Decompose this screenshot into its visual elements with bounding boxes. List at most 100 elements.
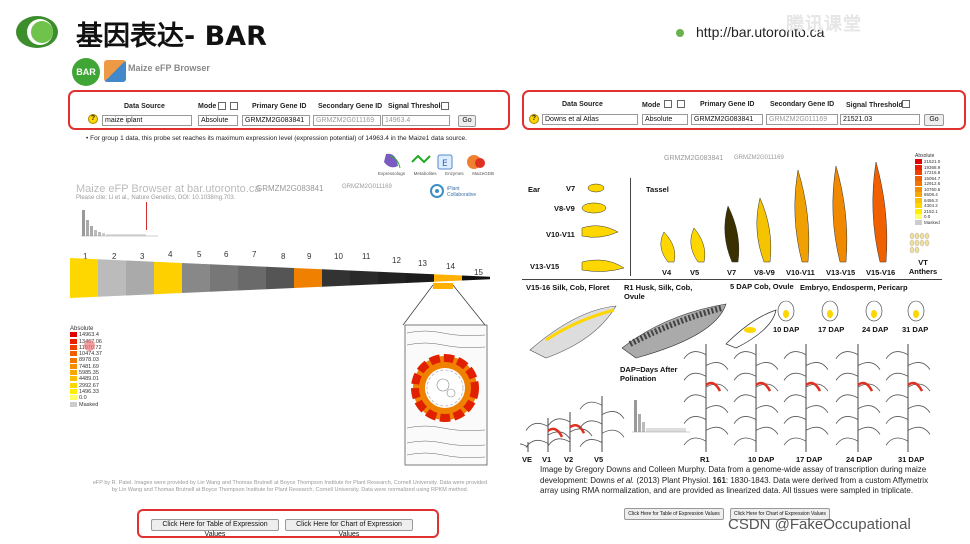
leaf-expression-map — [70, 258, 490, 298]
secondary-gene-input[interactable]: GRMZM2G011169 — [766, 114, 838, 125]
legend-swatch — [70, 344, 77, 350]
mode-checkbox-1[interactable] — [664, 100, 672, 108]
husk-label: R1 Husk, Silk, Cob, Ovule — [624, 283, 693, 301]
leaf-segment[interactable] — [294, 268, 322, 288]
legend-row: Masked — [70, 402, 106, 408]
threshold-input[interactable]: 21521.03 — [840, 114, 920, 125]
chart-values-button[interactable]: Click Here for Chart of Expression Value… — [285, 519, 413, 538]
mode-select[interactable]: Absolute — [198, 115, 238, 126]
leaf-segment[interactable] — [378, 271, 406, 285]
plant-shape[interactable] — [520, 442, 529, 452]
tassel-shape[interactable] — [724, 205, 740, 263]
secondary-gene-label: Secondary Gene ID — [770, 101, 835, 108]
legend-value: Masked — [924, 219, 940, 225]
plant-shape[interactable] — [885, 344, 931, 452]
maizegdb-icon[interactable] — [467, 155, 485, 169]
plant-stage-label: 17 DAP — [796, 455, 823, 464]
mode-checkbox-1[interactable] — [218, 102, 226, 110]
note-text: For group 1 data, this probe set reaches… — [90, 135, 467, 142]
plant-shape[interactable] — [579, 396, 625, 452]
help-icon[interactable]: ? — [529, 114, 539, 124]
legend-swatch — [70, 389, 77, 395]
tassel-stage-label: V5 — [690, 268, 700, 277]
mode-checkbox-2[interactable] — [230, 102, 238, 110]
stage-number: 15 — [474, 268, 483, 277]
leaf-segment[interactable] — [350, 270, 378, 286]
plant-shape[interactable] — [547, 412, 593, 452]
mode-select[interactable]: Absolute — [642, 114, 688, 125]
anther-shape[interactable] — [909, 232, 915, 240]
legend-swatch — [915, 192, 922, 198]
iplant-text: iPlant Collaborative — [447, 186, 477, 198]
tassel-shape[interactable] — [756, 197, 772, 263]
anther-shape[interactable] — [909, 239, 915, 247]
go-button[interactable]: Go — [458, 115, 476, 127]
enzymes-icon[interactable]: E — [437, 154, 453, 170]
leaf-segment[interactable] — [462, 275, 490, 281]
legend-swatch — [915, 186, 922, 192]
leaf-segment[interactable] — [70, 258, 98, 298]
threshold-input[interactable]: 14963.4 — [382, 115, 450, 126]
primary-gene-input[interactable]: GRMZM2G083841 — [242, 115, 310, 126]
help-icon[interactable]: ? — [88, 114, 98, 124]
primary-gene-input[interactable]: GRMZM2G083841 — [691, 114, 763, 125]
section-divider — [522, 279, 942, 280]
metabolites-icon[interactable] — [411, 154, 431, 164]
anther-shape[interactable] — [924, 239, 930, 247]
stage-number: 13 — [418, 259, 427, 268]
plant-shape[interactable] — [835, 344, 881, 452]
leaf-segment[interactable] — [154, 261, 182, 295]
leaf-segment[interactable] — [126, 260, 154, 296]
legend-swatch — [70, 382, 77, 388]
plant-shape[interactable] — [783, 344, 829, 452]
tassel-stage-label: V4 — [662, 268, 672, 277]
secondary-gene-input[interactable]: GRMZM2G011169 — [313, 115, 381, 126]
url-text[interactable]: http://bar.utoronto.ca — [696, 24, 825, 40]
legend-value: 12912.6 — [924, 181, 941, 186]
leaf-segment[interactable] — [406, 273, 434, 283]
mode-checkbox-2[interactable] — [677, 100, 685, 108]
plant-shape[interactable] — [733, 344, 779, 452]
leaf-segment[interactable] — [434, 274, 462, 282]
expressologs-icon[interactable] — [384, 153, 401, 169]
legend-swatch — [70, 351, 77, 357]
anther-shape[interactable] — [919, 239, 925, 247]
table-values-button-right[interactable]: Click Here for Table of Expression Value… — [624, 508, 724, 520]
tassel-shape[interactable] — [660, 231, 676, 263]
chart-values-button-right[interactable]: Click Here for Chart of Expression Value… — [730, 508, 830, 520]
anther-shape[interactable] — [914, 246, 920, 254]
ear-tassel-divider — [630, 178, 631, 276]
table-values-button[interactable]: Click Here for Table of Expression Value… — [151, 519, 279, 538]
tassel-shape[interactable] — [794, 169, 810, 263]
tassel-shape[interactable] — [832, 165, 848, 263]
leaf-segment[interactable] — [322, 269, 350, 287]
data-source-select[interactable]: maize iplant — [102, 115, 192, 126]
legend-row: 12912.6 — [915, 181, 955, 187]
anther-shape[interactable] — [919, 232, 925, 240]
leaf-segment[interactable] — [238, 265, 266, 291]
plant-shape[interactable] — [525, 418, 571, 452]
threshold-checkbox[interactable] — [441, 102, 449, 110]
icon-label-metabolites: Metabolites — [413, 171, 437, 176]
go-button[interactable]: Go — [924, 114, 944, 126]
data-source-select[interactable]: Downs et al Atlas — [542, 114, 638, 125]
anther-shape[interactable] — [914, 239, 920, 247]
watermark-top: 腾讯课堂 — [786, 14, 862, 34]
tassel-shape[interactable] — [690, 227, 706, 263]
leaf-segment[interactable] — [266, 266, 294, 290]
plant-shape[interactable] — [683, 344, 729, 452]
legend-swatch — [915, 175, 922, 181]
dap-stage-label: 24 DAP — [862, 325, 889, 334]
legend-value: 10474.37 — [79, 351, 102, 358]
anther-shape[interactable] — [914, 232, 920, 240]
anther-shape[interactable] — [909, 246, 915, 254]
threshold-checkbox[interactable] — [902, 100, 910, 108]
leaf-segment[interactable] — [98, 259, 126, 297]
bullet-dot-icon — [676, 29, 684, 38]
bar-badge[interactable]: BAR — [72, 58, 100, 86]
leaf-segment[interactable] — [210, 264, 238, 292]
anther-shape[interactable] — [924, 232, 930, 240]
tassel-shape[interactable] — [872, 161, 888, 263]
plant-stage-label: R1 — [700, 455, 710, 464]
leaf-segment[interactable] — [182, 263, 210, 293]
